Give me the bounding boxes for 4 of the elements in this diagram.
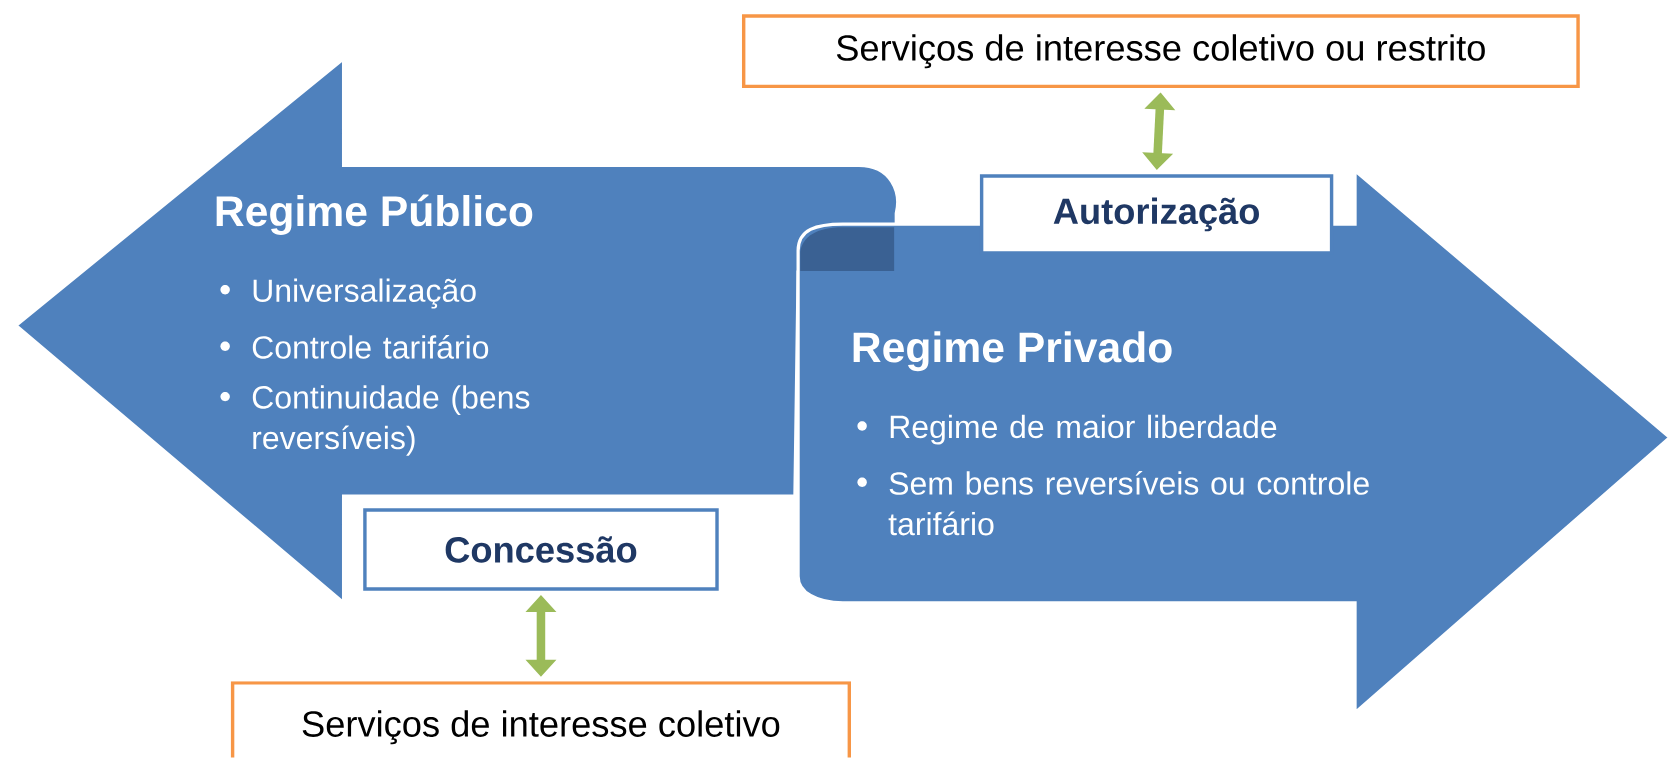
service-box: Serviços de interesse coletivo — [230, 681, 852, 758]
label-box: Autorização — [979, 174, 1334, 255]
label-box: Concessão — [363, 508, 719, 591]
service-box: Serviços de interesse coletivo ou restrito — [742, 14, 1580, 89]
